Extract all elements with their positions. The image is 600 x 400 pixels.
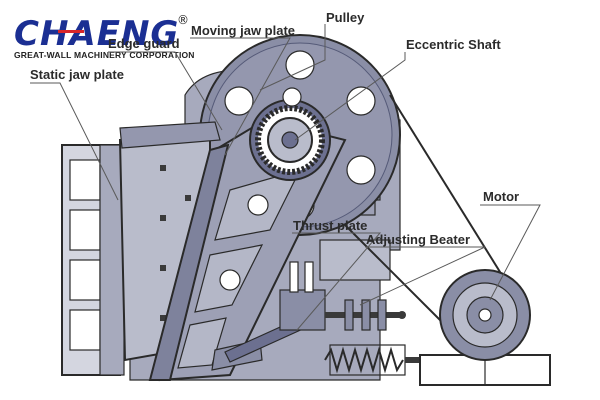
leader-adjusting-beater [359,246,486,306]
frame-window [69,209,101,251]
motor [419,269,551,386]
leader-thrust-plate [292,232,382,331]
bolt [160,265,166,271]
edge-guard [119,121,221,149]
leader-lines [30,24,541,331]
frame-window [69,309,101,351]
tension-spring [324,346,404,374]
moving-jaw-assembly [148,118,347,382]
bolt [185,195,191,201]
belt-top [389,94,506,281]
label-moving-jaw-plate: Moving jaw plate [191,23,295,38]
belt-bottom [344,224,456,336]
pulley-hole [346,155,376,185]
logo-wordmark: CHAENG [14,14,179,54]
bolt [160,315,166,321]
leader-pulley [259,24,326,91]
frame-window [69,259,101,301]
jaw-hole [219,269,241,291]
label-eccentric-shaft: Eccentric Shaft [406,37,501,52]
leader-motor [480,204,541,301]
logo-tagline: GREAT-WALL MACHINERY CORPORATION [14,50,195,60]
pulley-hole [224,86,254,116]
leader-edge-guard [108,51,223,131]
label-static-jaw-plate: Static jaw plate [30,67,124,82]
part-labels: Edge guard Moving jaw plate Pulley Stati… [30,10,519,247]
motor-shaft [478,308,492,322]
rod-end [398,311,406,319]
label-motor: Motor [483,189,519,204]
adjusting-nut [361,299,371,331]
shaft-center [281,131,299,149]
leader-eccentric-shaft [294,52,406,141]
bolt [160,215,166,221]
eccentric-shaft [249,87,331,181]
bolt [160,165,166,171]
leader-static-jaw-plate [30,82,119,201]
label-pulley: Pulley [326,10,365,25]
tension-rod [304,261,314,293]
pulley-hole [346,86,376,116]
adjusting-nut [344,299,354,331]
moving-jaw-plate [148,143,230,381]
label-adjusting-beater: Adjusting Beater [366,232,470,247]
leader-moving-jaw-plate [190,37,291,156]
pulley-hole [285,50,315,80]
adjusting-nut [377,299,387,331]
jaw-hole [247,194,269,216]
lifting-eye [282,87,302,107]
brand-logo: CHAENG ® GREAT-WALL MACHINERY CORPORATIO… [14,13,195,60]
label-thrust-plate: Thrust plate [293,218,367,233]
frame-window [69,159,101,201]
tension-rod [289,261,299,293]
drive-belt [344,94,506,336]
logo-red-bar [58,30,84,33]
label-edge-guard: Edge guard [108,36,180,51]
logo-registered-mark: ® [177,13,189,27]
